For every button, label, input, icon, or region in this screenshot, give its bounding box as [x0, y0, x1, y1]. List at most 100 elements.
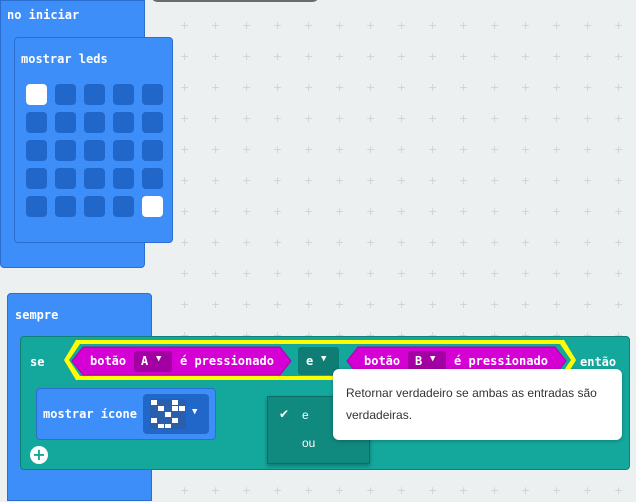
grid-plus-icon: + [614, 484, 624, 497]
grid-plus-icon: + [614, 143, 624, 156]
led-cell[interactable] [113, 84, 134, 105]
grid-plus-icon: + [459, 267, 469, 280]
grid-plus-icon: + [397, 50, 407, 63]
scissors-icon [150, 399, 186, 429]
button-a-dropdown[interactable] [134, 351, 172, 372]
grid-plus-icon: + [614, 19, 624, 32]
grid-plus-icon: + [397, 112, 407, 125]
grid-plus-icon: + [614, 81, 624, 94]
grid-plus-icon: + [583, 484, 593, 497]
led-cell[interactable] [113, 112, 134, 133]
grid-plus-icon: + [335, 236, 345, 249]
led-cell[interactable] [26, 112, 47, 133]
grid-plus-icon: + [211, 484, 221, 497]
grid-plus-icon: + [366, 330, 375, 341]
grid-plus-icon: + [552, 330, 561, 341]
led-cell[interactable] [55, 84, 76, 105]
grid-plus-icon: + [552, 267, 562, 280]
led-cell[interactable] [113, 140, 134, 161]
led-grid[interactable] [26, 84, 170, 224]
led-cell[interactable] [84, 140, 105, 161]
grid-plus-icon: + [335, 81, 345, 94]
grid-plus-icon: + [459, 330, 468, 341]
led-cell[interactable] [142, 112, 163, 133]
grid-plus-icon: + [428, 174, 438, 187]
led-cell[interactable] [55, 168, 76, 189]
grid-plus-icon: + [552, 174, 562, 187]
grid-plus-icon: + [521, 19, 531, 32]
grid-plus-icon: + [521, 50, 531, 63]
led-cell[interactable] [84, 84, 105, 105]
grid-plus-icon: + [583, 143, 593, 156]
led-cell[interactable] [142, 168, 163, 189]
grid-plus-icon: + [273, 50, 283, 63]
led-cell[interactable] [113, 196, 134, 217]
led-cell[interactable] [55, 196, 76, 217]
led-cell[interactable] [26, 140, 47, 161]
grid-plus-icon: + [211, 205, 221, 218]
grid-plus-icon: + [273, 205, 283, 218]
grid-plus-icon: + [397, 205, 407, 218]
grid-plus-icon: + [273, 112, 283, 125]
grid-plus-icon: + [583, 19, 593, 32]
grid-plus-icon: + [490, 50, 500, 63]
grid-plus-icon: + [614, 267, 624, 280]
offscreen-block-edge [150, 0, 320, 2]
led-cell[interactable] [26, 168, 47, 189]
grid-plus-icon: + [304, 236, 314, 249]
grid-plus-icon: + [490, 174, 500, 187]
add-else-button[interactable]: + [30, 446, 48, 464]
led-cell[interactable] [84, 196, 105, 217]
led-cell[interactable] [142, 84, 163, 105]
led-cell[interactable] [26, 196, 47, 217]
grid-plus-icon: + [428, 50, 438, 63]
grid-plus-icon: + [552, 81, 562, 94]
grid-plus-icon: + [490, 330, 499, 341]
grid-plus-icon: + [211, 330, 220, 341]
grid-plus-icon: + [583, 267, 593, 280]
grid-plus-icon: + [397, 143, 407, 156]
grid-plus-icon: + [366, 143, 376, 156]
button-a-pressed-block[interactable] [71, 346, 292, 376]
grid-plus-icon: + [366, 50, 376, 63]
grid-plus-icon: + [521, 81, 531, 94]
led-cell[interactable] [142, 140, 163, 161]
grid-plus-icon: + [211, 174, 221, 187]
operator-menu-item-or[interactable]: ou [268, 433, 369, 455]
button-b-dropdown[interactable] [408, 351, 446, 372]
led-cell[interactable] [55, 140, 76, 161]
grid-plus-icon: + [180, 330, 189, 341]
led-cell[interactable] [84, 112, 105, 133]
led-cell[interactable] [55, 112, 76, 133]
grid-plus-icon: + [273, 236, 283, 249]
grid-plus-icon: + [273, 330, 282, 341]
grid-plus-icon: + [242, 112, 252, 125]
grid-plus-icon: + [304, 267, 314, 280]
grid-plus-icon: + [242, 81, 252, 94]
grid-plus-icon: + [521, 484, 531, 497]
grid-plus-icon: + [180, 143, 190, 156]
tooltip-line-2: verdadeiras. [346, 408, 413, 422]
grid-plus-icon: + [335, 174, 345, 187]
grid-plus-icon: + [335, 205, 345, 218]
button-a-prefix: botão [90, 354, 127, 368]
operator-menu-item-label: ou [302, 436, 316, 450]
grid-plus-icon: + [335, 19, 345, 32]
grid-plus-icon: + [490, 205, 500, 218]
operator-dropdown[interactable] [298, 347, 339, 375]
show-icon-label: mostrar ícone [43, 407, 137, 421]
led-cell[interactable] [113, 168, 134, 189]
led-cell[interactable] [26, 84, 47, 105]
led-cell[interactable] [84, 168, 105, 189]
grid-plus-icon: + [552, 298, 562, 311]
operator-menu-item-and[interactable]: ✔ e [268, 405, 369, 427]
grid-plus-icon: + [614, 298, 624, 311]
grid-plus-icon: + [366, 205, 376, 218]
grid-plus-icon: + [583, 330, 592, 341]
grid-plus-icon: + [242, 143, 252, 156]
led-cell[interactable] [142, 196, 163, 217]
grid-plus-icon: + [335, 143, 345, 156]
grid-plus-icon: + [366, 19, 376, 32]
grid-plus-icon: + [428, 330, 437, 341]
